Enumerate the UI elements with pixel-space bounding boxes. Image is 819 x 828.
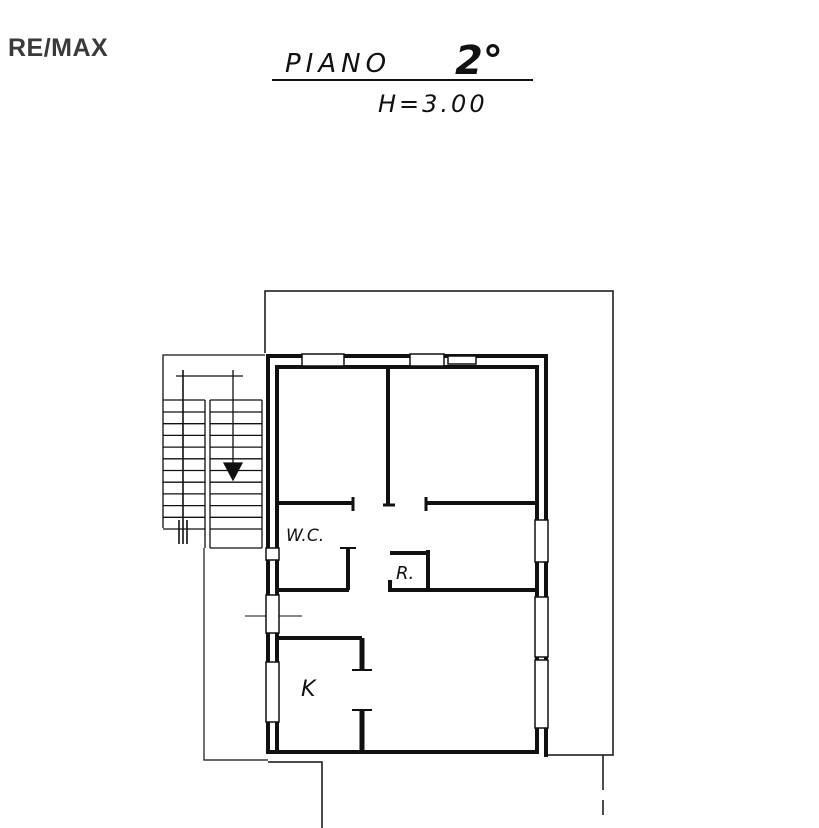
remax-logo: RE/MAX <box>8 34 109 62</box>
windows <box>265 353 549 729</box>
staircase <box>162 354 265 549</box>
down-arrow-icon <box>222 462 244 482</box>
room-label-wc: W.C. <box>286 526 324 546</box>
room-label-kitchen: K <box>301 677 317 702</box>
floor-title: PIANO <box>285 49 391 79</box>
floor-level: 2° <box>455 38 503 84</box>
ceiling-height: H=3.00 <box>378 90 488 118</box>
site-boundary <box>203 290 614 828</box>
interior-walls <box>277 367 537 752</box>
room-label-storage: R. <box>396 563 414 584</box>
